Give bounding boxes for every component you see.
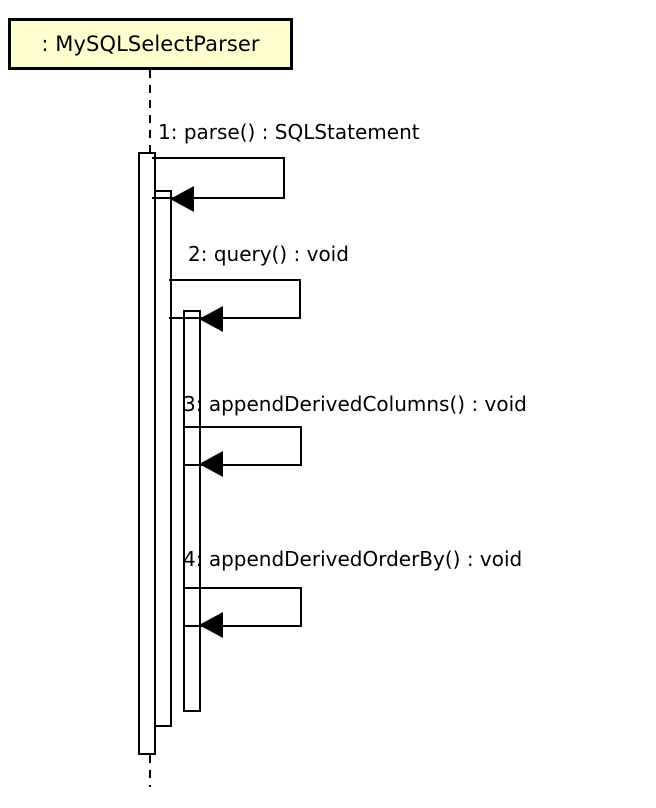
arrowhead-2 bbox=[199, 306, 223, 332]
activation-bar-level-2[interactable] bbox=[154, 190, 172, 727]
self-call-path-1 bbox=[152, 157, 285, 199]
arrowhead-1 bbox=[170, 186, 194, 212]
participant-label: : MySQLSelectParser bbox=[41, 31, 260, 56]
participant-box-mysql-select-parser[interactable]: : MySQLSelectParser bbox=[8, 18, 293, 70]
self-call-path-3 bbox=[183, 426, 302, 466]
message-label-4: 4: appendDerivedOrderBy() : void bbox=[183, 547, 523, 571]
self-call-path-4 bbox=[183, 587, 302, 627]
message-label-2: 2: query() : void bbox=[188, 242, 349, 266]
arrowhead-3 bbox=[199, 451, 223, 477]
activation-bar-level-3[interactable] bbox=[183, 310, 201, 712]
lifeline-dash-top bbox=[149, 70, 151, 152]
arrowhead-4 bbox=[199, 612, 223, 638]
self-call-path-2 bbox=[169, 279, 301, 319]
message-label-3: 3: appendDerivedColumns() : void bbox=[183, 392, 527, 416]
message-label-1: 1: parse() : SQLStatement bbox=[158, 120, 420, 144]
lifeline-dash-bottom bbox=[149, 755, 151, 787]
